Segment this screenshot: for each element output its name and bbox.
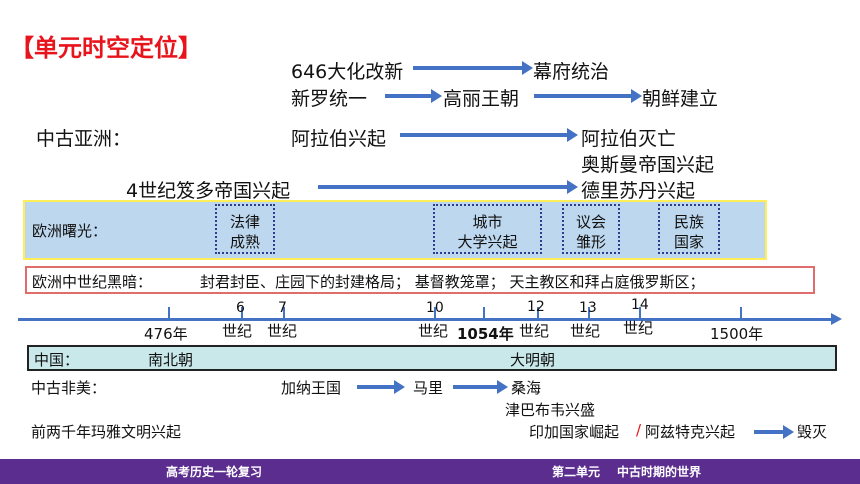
europe-dark-text: 封君封臣、庄园下的封建格局； 基督教笼罩； 天主教区和拜占庭俄罗斯区；	[200, 273, 705, 291]
mali: 马里	[413, 379, 444, 397]
europe-dark-box	[25, 266, 815, 294]
korea-end: 朝鲜建立	[642, 88, 719, 110]
dawn-item-text: 城市 大学兴起	[457, 213, 518, 251]
footer-course: 高考历史一轮复习	[166, 465, 263, 479]
timeline-tick	[483, 307, 485, 319]
slash-separator: /	[636, 421, 642, 439]
dawn-item-nation: 民族 国家	[658, 204, 720, 254]
destroyed: 毁灭	[797, 423, 828, 441]
europe-dark-label: 欧洲中世纪黑暗：	[32, 273, 153, 291]
arab-start: 阿拉伯兴起	[291, 128, 387, 150]
asia-label: 中古亚洲：	[36, 128, 132, 150]
footer-unit: 第二单元	[552, 465, 601, 479]
century-word: 世纪	[267, 322, 298, 340]
timeline-tick	[588, 307, 590, 319]
japan-end: 幕府统治	[533, 61, 610, 83]
inca-rise: 印加国家崛起	[529, 423, 620, 441]
century-word: 世纪	[570, 322, 601, 340]
europe-dawn-box	[23, 200, 767, 260]
china-label: 中国：	[34, 351, 80, 369]
year-476: 476年	[144, 325, 188, 343]
arrow	[754, 425, 794, 439]
ottoman-rise: 奥斯曼帝国兴起	[581, 154, 715, 176]
timeline-axis	[18, 318, 836, 321]
century-7: 7	[278, 300, 287, 316]
century-10: 10	[426, 300, 444, 316]
ghana-kingdom: 加纳王国	[281, 379, 342, 397]
dawn-item-parliament: 议会 雏形	[562, 204, 620, 254]
arrow	[318, 180, 578, 194]
songhai: 桑海	[511, 379, 542, 397]
dawn-item-text: 民族 国家	[673, 213, 704, 251]
century-6: 6	[236, 300, 245, 316]
timeline-tick	[241, 307, 243, 319]
year-1054: 1054年	[457, 325, 514, 343]
dawn-item-text: 议会 雏形	[575, 213, 606, 251]
page-title: 【单元时空定位】	[10, 34, 202, 62]
china-period-nanbei: 南北朝	[148, 351, 194, 369]
timeline-tick	[434, 307, 436, 319]
timeline-arrowhead	[831, 313, 842, 325]
century-word: 世纪	[519, 322, 550, 340]
maya-rise: 前两千年玛雅文明兴起	[31, 423, 182, 441]
century-word: 世纪	[623, 319, 654, 337]
footer-bar: 高考历史一轮复习 第二单元 中古时期的世界	[0, 459, 860, 484]
timeline-tick	[740, 307, 742, 319]
footer-unit-title: 中古时期的世界	[617, 465, 702, 479]
arrow	[453, 380, 508, 394]
korea-mid: 高丽王朝	[443, 88, 520, 110]
china-period-ming: 大明朝	[510, 351, 556, 369]
arrow	[413, 61, 533, 75]
century-12: 12	[527, 299, 545, 315]
century-word: 世纪	[222, 322, 253, 340]
dawn-item-city: 城市 大学兴起	[433, 204, 542, 254]
timeline-tick	[537, 307, 539, 319]
korea-start: 新罗统一	[291, 88, 368, 110]
delhi-rise: 德里苏丹兴起	[581, 180, 696, 202]
europe-dawn-label: 欧洲曙光：	[32, 222, 108, 240]
arrow	[385, 89, 442, 103]
aztec-rise: 阿兹特克兴起	[645, 423, 736, 441]
japan-start: 646大化改新	[291, 61, 404, 83]
century-14: 14	[631, 297, 649, 313]
arrow	[357, 380, 405, 394]
dawn-item-text: 法律 成熟	[229, 213, 260, 251]
arab-end: 阿拉伯灭亡	[581, 128, 677, 150]
century-13: 13	[579, 300, 597, 316]
china-box	[27, 345, 837, 371]
timeline-tick	[168, 307, 170, 319]
africa-america-label: 中古非美：	[31, 379, 107, 397]
timeline-tick	[639, 307, 641, 319]
zimbabwe: 津巴布韦兴盛	[505, 401, 596, 419]
arrow	[400, 128, 578, 142]
arrow	[534, 89, 642, 103]
dawn-item-law: 法律 成熟	[215, 204, 275, 254]
century-word: 世纪	[418, 322, 449, 340]
gupta-rise: 4世纪笈多帝国兴起	[126, 180, 291, 202]
timeline-tick	[283, 307, 285, 319]
year-1500: 1500年	[710, 325, 764, 343]
